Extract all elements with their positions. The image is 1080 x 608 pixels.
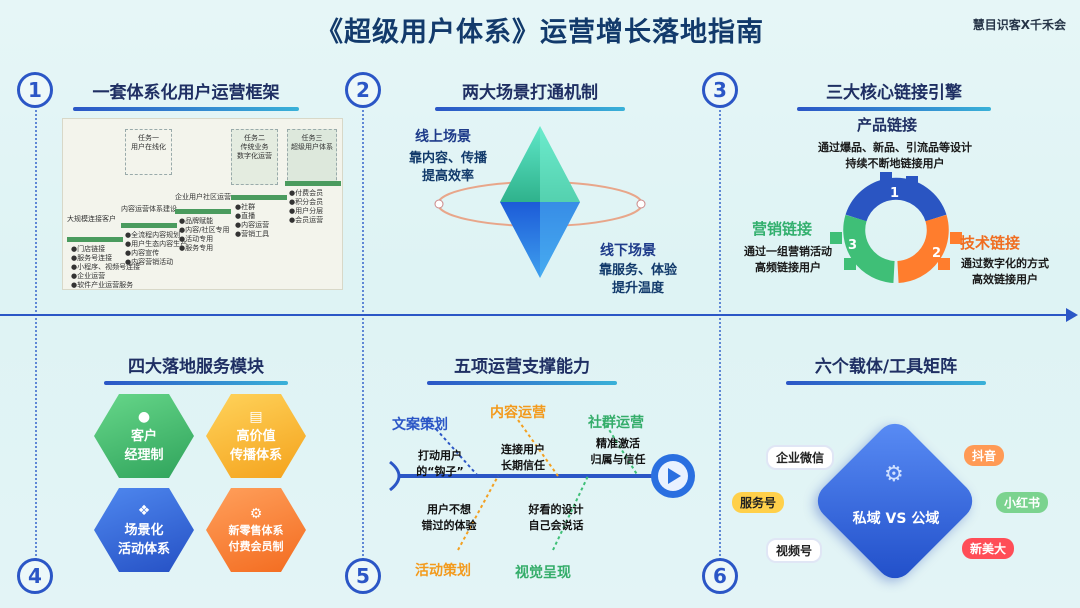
section-number-3: 3 xyxy=(702,72,738,108)
gear-icon: ⚙ xyxy=(884,462,904,487)
divider-v1 xyxy=(35,105,37,560)
section-number-6: 6 xyxy=(702,558,738,594)
section3-title: 三大核心链接引擎 xyxy=(797,78,991,111)
list2: ●全流程内容规划●用户生态内容生产●内容宣传●内容营销活动 xyxy=(125,231,188,266)
gear-number-2: 2 xyxy=(932,246,942,261)
arrow-right-icon xyxy=(1066,308,1078,322)
module-high-value: ▤ 高价值传播体系 xyxy=(206,394,306,478)
framework-diagram: 任务一用户在线化 任务二传统业务数字化运营 任务三超级用户体系 大规模连接客户 … xyxy=(62,118,343,290)
section2-title: 两大场景打通机制 xyxy=(435,78,625,111)
section-number-4: 4 xyxy=(17,558,53,594)
offline-desc: 靠服务、体验提升温度 xyxy=(598,263,677,296)
gear-icon: ⚙ xyxy=(249,506,263,522)
section6-title: 六个载体/工具矩阵 xyxy=(786,352,986,385)
marketing-link-desc: 通过一组营销活动高频链接用户 xyxy=(744,245,832,274)
tool-video-account: 视频号 xyxy=(766,538,823,563)
section-number-1: 1 xyxy=(17,72,53,108)
task2-box: 任务二传统业务数字化运营 xyxy=(231,129,278,185)
brand-label: 慧目识客X千禾会 xyxy=(972,18,1066,32)
capability-visual: 视觉呈现 xyxy=(515,565,571,581)
list5: ●付费会员●积分会员●用户分层●会员运营 xyxy=(289,189,324,224)
design-text: 好看的设计自己会说话 xyxy=(528,503,584,532)
divider-v2 xyxy=(362,105,364,560)
module-customer-manager: ● 客户经理制 xyxy=(94,394,194,478)
gear-number-1: 1 xyxy=(890,186,900,201)
list3: ●品牌赋能●内容/社区专用●活动专用●服务专用 xyxy=(179,217,230,252)
trust-text: 连接用户长期信任 xyxy=(501,443,545,472)
tool-meituan: 新美大 xyxy=(962,538,1015,559)
section5-title: 五项运营支撑能力 xyxy=(427,352,617,385)
tech-link-label: 技术链接 xyxy=(960,234,1021,252)
stage3-label: 企业用户社区运营 xyxy=(175,193,231,201)
center-label: 私域 VS 公域 xyxy=(852,511,940,527)
capability-copywriting: 文案策划 xyxy=(392,417,448,433)
puzzle-icon: ❖ xyxy=(137,503,151,519)
capability-activity: 活动策划 xyxy=(415,563,471,579)
section-number-2: 2 xyxy=(345,72,381,108)
miss-text: 用户不想错过的体验 xyxy=(421,503,477,532)
gear-number-3: 3 xyxy=(848,238,858,253)
module-new-retail: ⚙ 新零售体系付费会员制 xyxy=(206,488,306,572)
precise-text: 精准激活归属与信任 xyxy=(590,437,646,466)
stage1-label: 大规模连接客户 xyxy=(67,215,116,223)
product-link-label: 产品链接 xyxy=(857,116,918,134)
module-scenario-activity: ❖ 场景化活动体系 xyxy=(94,488,194,572)
section1-title: 一套体系化用户运营框架 xyxy=(73,78,299,111)
task3-box: 任务三超级用户体系 xyxy=(287,129,337,185)
online-scene-label: 线上场景 xyxy=(415,129,471,145)
fishbone-diagram xyxy=(389,419,695,551)
online-desc: 靠内容、传播提高效率 xyxy=(408,151,487,184)
capability-content: 内容运营 xyxy=(490,405,546,421)
tool-xiaohongshu: 小红书 xyxy=(996,492,1049,513)
list4: ●社群●直播●内容运营●营销工具 xyxy=(235,203,270,238)
list-icon: ▤ xyxy=(249,409,263,425)
page-title: 《超级用户体系》运营增长落地指南 xyxy=(316,17,764,48)
task1-box: 任务一用户在线化 xyxy=(125,129,172,175)
user-icon: ● xyxy=(137,409,151,425)
hook-text: 打动用户的“钩子” xyxy=(416,449,464,478)
tool-douyin: 抖音 xyxy=(964,445,1005,466)
divider-v3 xyxy=(719,105,721,560)
marketing-link-label: 营销链接 xyxy=(752,220,813,238)
section-number-5: 5 xyxy=(345,558,381,594)
list1: ●门店链接●服务号连接●小程序、视频号连接●企业运营●软件产业运营服务 xyxy=(71,245,141,289)
capability-community: 社群运营 xyxy=(588,415,644,431)
divider-h xyxy=(0,314,1072,316)
tool-service-account: 服务号 xyxy=(732,492,785,513)
tech-link-desc: 通过数字化的方式高效链接用户 xyxy=(961,257,1049,286)
offline-scene-label: 线下场景 xyxy=(600,243,656,259)
private-public-diamond xyxy=(810,416,980,586)
tool-wecom: 企业微信 xyxy=(766,445,835,470)
crystal-diagram xyxy=(434,126,646,278)
stage2-label: 内容运营体系建设 xyxy=(121,205,177,213)
product-link-desc: 通过爆品、新品、引流品等设计持续不断地链接用户 xyxy=(818,141,972,170)
section4-title: 四大落地服务模块 xyxy=(104,352,288,385)
gear-diagram xyxy=(830,172,962,283)
